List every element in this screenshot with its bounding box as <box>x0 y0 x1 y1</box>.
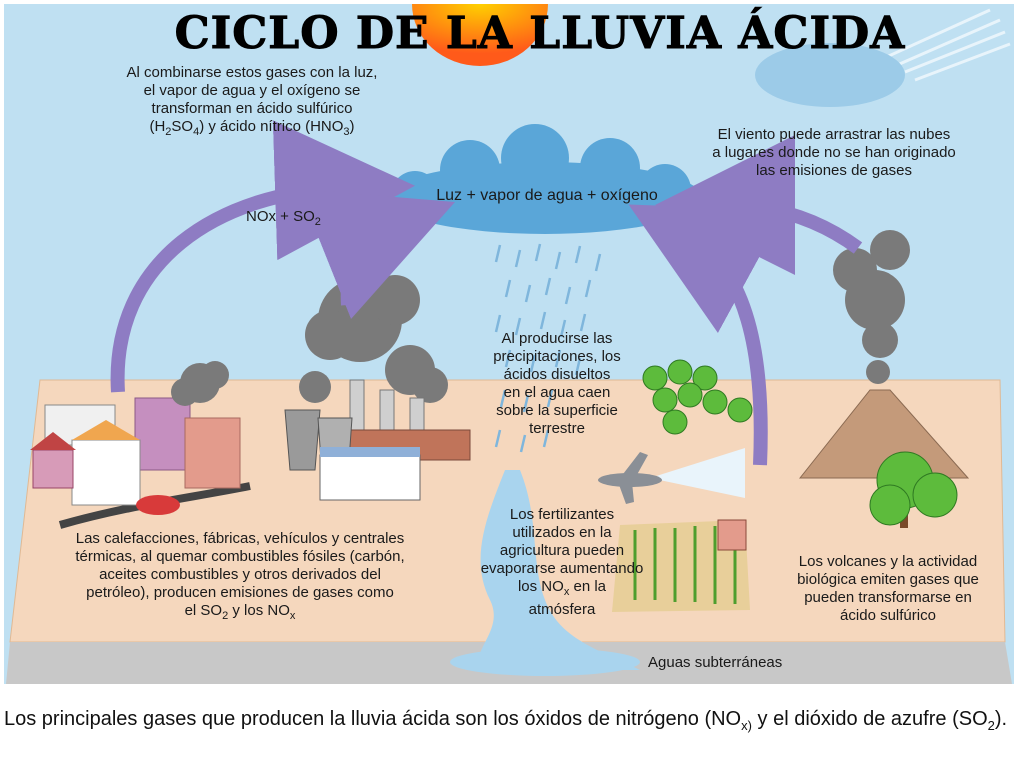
city-buildings <box>30 397 241 506</box>
arrow-volcano-to-cloud <box>655 135 863 276</box>
caption: Los principales gases que producen la ll… <box>4 708 1008 733</box>
crop-spray <box>650 448 745 498</box>
rain-cloud <box>387 124 703 234</box>
volcano-smoke <box>833 230 910 384</box>
groundwater-pool <box>450 648 640 676</box>
label-volcanoes: Los volcanes y la actividad biológica em… <box>797 553 979 624</box>
volcano-trees <box>869 451 958 528</box>
flow-arrows <box>110 120 863 466</box>
label-nox-so2: NOx + SO2 <box>246 208 321 228</box>
label-precipitation: Al producirse las precipitaciones, los á… <box>493 330 621 437</box>
label-cloud: Luz + vapor de agua + oxígeno <box>436 187 658 204</box>
car <box>136 495 180 515</box>
diagram-scene <box>4 4 1014 684</box>
distant-cloud <box>755 43 905 107</box>
label-groundwater: Aguas subterráneas <box>648 654 783 671</box>
label-gases-light: Al combinarse estos gases con la luz, el… <box>126 64 378 138</box>
airplane <box>598 452 662 504</box>
arrow-factory-to-cloud <box>298 189 455 320</box>
wind-streaks <box>879 8 1011 82</box>
factory <box>284 379 471 501</box>
label-wind: El viento puede arrastrar las nubes a lu… <box>712 126 956 179</box>
crop-field <box>612 519 750 612</box>
arrow-city-to-cloud <box>110 120 415 393</box>
label-fertilizers: Los fertilizantes utilizados en la agric… <box>480 506 644 618</box>
river <box>478 470 640 670</box>
label-sources: Las calefacciones, fábricas, vehículos y… <box>75 530 405 622</box>
forest-trees <box>642 359 753 435</box>
sun <box>412 4 548 66</box>
diagram-title: CICLO DE LA LLUVIA ÁCIDA <box>174 8 906 60</box>
rain-drops <box>494 243 602 453</box>
